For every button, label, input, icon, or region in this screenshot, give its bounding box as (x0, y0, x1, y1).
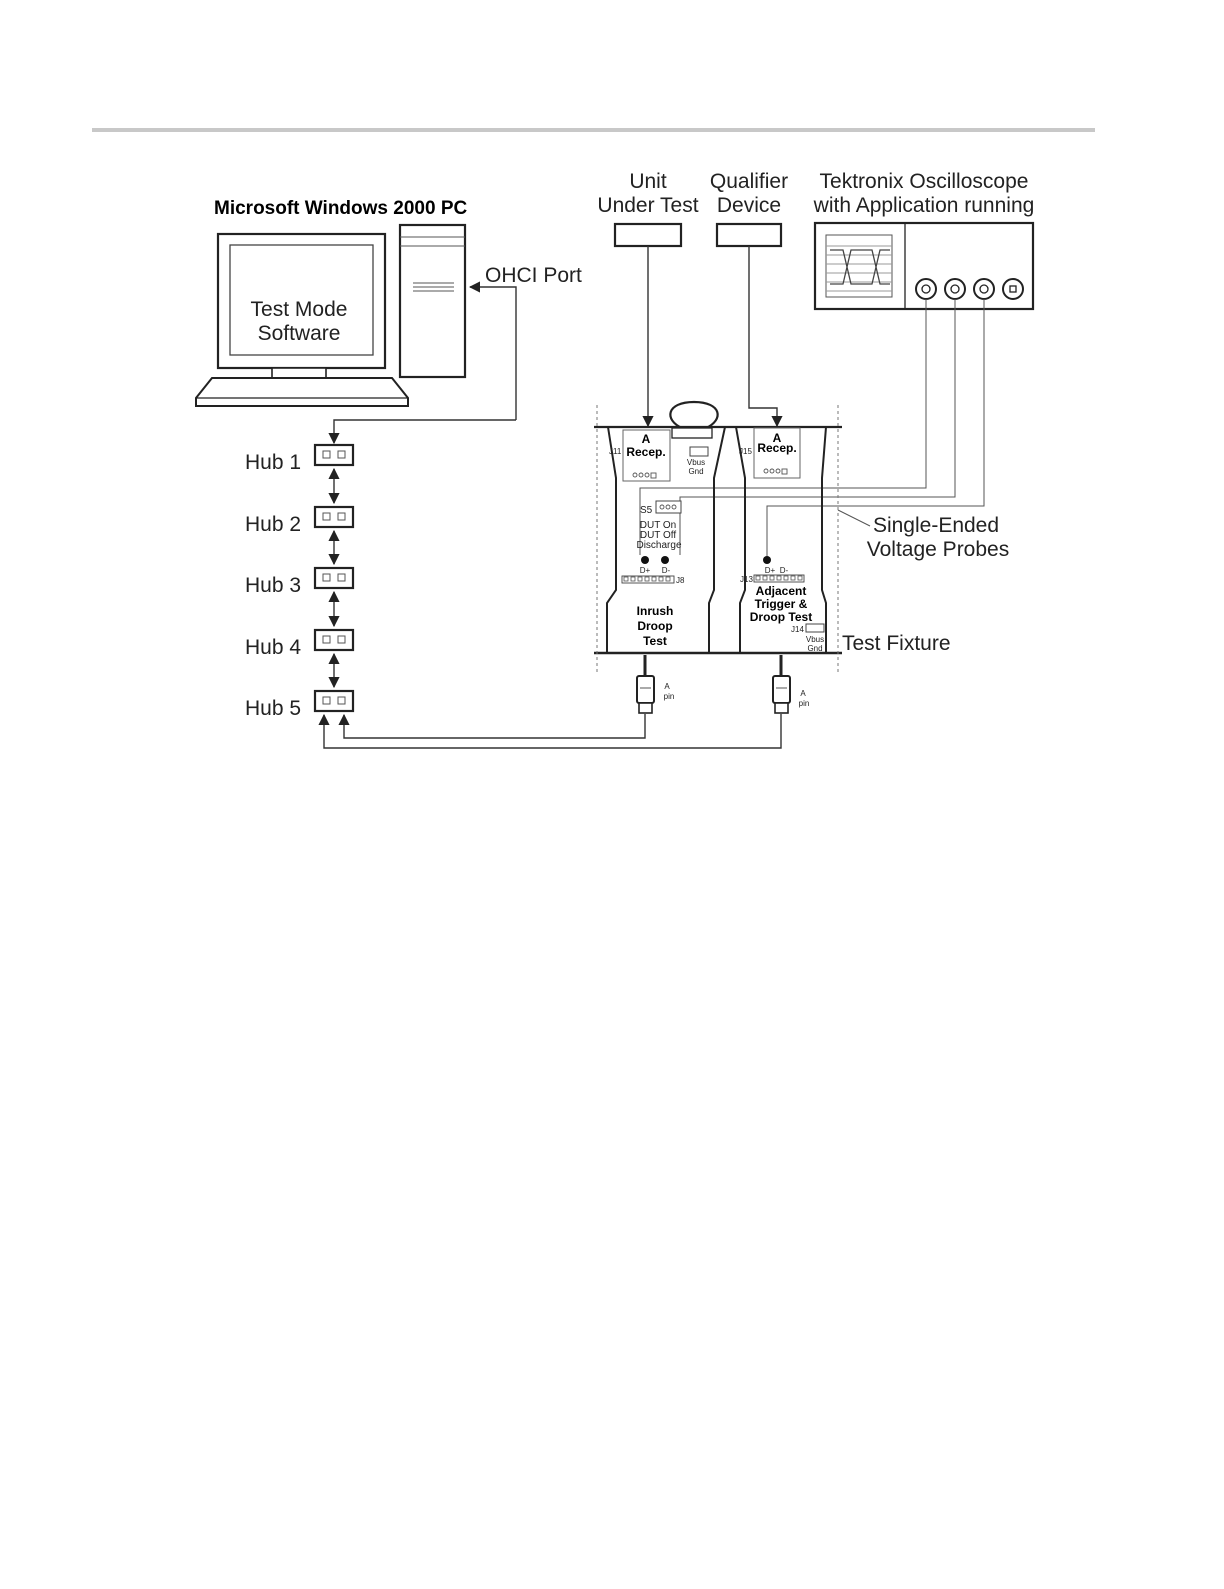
right-recep-a: A (773, 431, 782, 445)
j11-label: J11 (609, 447, 622, 456)
uut-label-2: Under Test (597, 194, 698, 217)
left-receptacle (622, 429, 671, 482)
hub-2-label: Hub 2 (245, 513, 301, 536)
right-dplus-label: D+ (765, 566, 776, 575)
right-dplus-probe-point (763, 556, 771, 564)
probe-cable-3 (766, 299, 985, 556)
qualifier-device-box (715, 222, 783, 248)
scope-label-1: Tektronix Oscilloscope (820, 170, 1029, 193)
software-label-1: Test Mode (251, 298, 348, 321)
test-fixture (594, 405, 842, 675)
left-gnd-label: Gnd (688, 467, 703, 476)
right-gnd-label: Gnd (807, 644, 822, 653)
left-recep-label: Recep. (626, 445, 665, 459)
right-board: A Recep. J15 D+ D- J13 Adjacent Trigger … (739, 427, 825, 653)
probes-label-1: Single-Ended (873, 514, 999, 537)
j15-label: J15 (739, 447, 752, 456)
left-board-to-hub5-cable (338, 713, 646, 739)
left-dplus-probe-point (641, 556, 649, 564)
left-usb-plug (636, 655, 655, 714)
oscilloscope-icon (813, 221, 1035, 311)
header-rule (92, 128, 1095, 132)
ohci-port-label: OHCI Port (485, 264, 582, 287)
right-board-to-hub5-cable (318, 713, 782, 749)
discharge-label: Discharge (636, 540, 681, 551)
hub-4 (313, 628, 355, 652)
probe-cable-1 (639, 299, 927, 555)
adjacent-label: Adjacent (756, 584, 807, 598)
droop-test-label: Droop Test (750, 610, 812, 624)
qualifier-cable (748, 246, 783, 428)
j13-label: J13 (740, 575, 753, 584)
right-plug-label-1: A (800, 689, 806, 698)
probe-cable-2 (679, 299, 956, 555)
unit-under-test-box (613, 222, 683, 248)
s5-switch (655, 500, 682, 514)
trigger-label: Trigger & (755, 597, 808, 611)
loop-clip (671, 427, 713, 439)
inrush-label: Inrush (637, 604, 674, 618)
left-dplus-label: D+ (640, 566, 651, 575)
test-fixture-label: Test Fixture (842, 632, 951, 655)
scope-label-2: with Application running (813, 194, 1035, 217)
hub-1-label: Hub 1 (245, 451, 301, 474)
droop-label: Droop (637, 619, 672, 633)
qualifier-label-2: Device (717, 194, 781, 217)
left-dminus-probe-point (661, 556, 669, 564)
hub-2 (313, 505, 355, 529)
right-dminus-label: D- (780, 566, 789, 575)
right-vbus-label: Vbus (806, 635, 824, 644)
pc-to-hub1-cable (328, 419, 516, 445)
hub-5-label: Hub 5 (245, 697, 301, 720)
pc-title: Microsoft Windows 2000 PC (214, 198, 467, 219)
tower-icon (398, 223, 467, 379)
dut-on-label: DUT On (640, 520, 677, 531)
j14-label: J14 (791, 625, 804, 634)
left-recep-a: A (642, 432, 651, 446)
hub-4-label: Hub 4 (245, 636, 301, 659)
right-plug-label-2: pin (799, 699, 810, 708)
loop-cable (669, 400, 719, 430)
left-board: A Recep. J11 Vbus Gnd S5 DUT On DUT Off … (609, 429, 709, 648)
j8-header (621, 575, 675, 584)
monitor-icon (195, 232, 409, 407)
j13-header (753, 574, 805, 583)
dut-off-label: DUT Off (640, 530, 677, 541)
j8-label: J8 (676, 576, 685, 585)
hub-1 (313, 443, 355, 467)
left-plug-label-1: A (664, 682, 670, 691)
ohci-cable (468, 281, 517, 420)
hub-3 (313, 566, 355, 590)
qualifier-label-1: Qualifier (710, 170, 788, 193)
uut-label-1: Unit (629, 170, 667, 193)
left-plug-label-2: pin (664, 692, 675, 701)
left-dminus-label: D- (662, 566, 671, 575)
probes-label-2: Voltage Probes (867, 538, 1009, 561)
hub-5 (313, 689, 355, 713)
s5-label: S5 (640, 505, 653, 516)
right-recep-label: Recep. (757, 441, 796, 455)
software-label-2: Software (258, 322, 341, 345)
left-vbus-label: Vbus (687, 458, 705, 467)
right-usb-plug (772, 655, 791, 714)
test-label: Test (643, 634, 667, 648)
probe-pointer (837, 509, 871, 527)
hub-3-label: Hub 3 (245, 574, 301, 597)
